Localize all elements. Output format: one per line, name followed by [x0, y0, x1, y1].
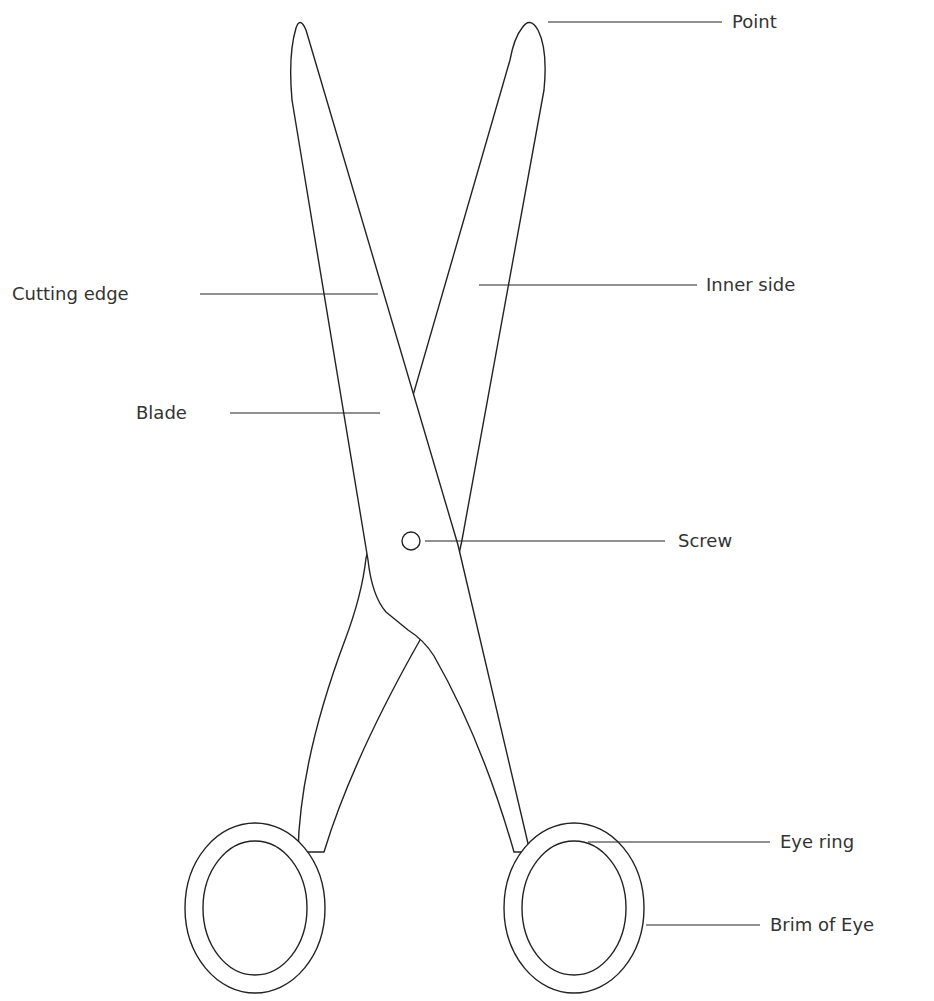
left-eye-brim [185, 823, 325, 993]
part-label: Brim of Eye [770, 914, 874, 936]
part-label: Inner side [706, 274, 795, 296]
part-label: Eye ring [780, 831, 854, 853]
leader-lines [200, 22, 770, 925]
left-blade [291, 22, 530, 852]
part-label: Blade [136, 402, 187, 424]
leader-line [479, 284, 697, 285]
leader-line [646, 924, 760, 925]
leader-line [425, 540, 665, 541]
part-label: Point [732, 11, 777, 33]
leader-line [230, 412, 380, 413]
right-eye-brim [504, 823, 644, 993]
right-eye-ring [522, 841, 626, 975]
leader-line [548, 21, 722, 22]
leader-line [588, 841, 770, 842]
left-eye-ring [203, 841, 307, 975]
part-label: Screw [678, 530, 732, 552]
leader-line [200, 293, 378, 294]
screw [402, 532, 420, 550]
part-label: Cutting edge [12, 283, 129, 305]
